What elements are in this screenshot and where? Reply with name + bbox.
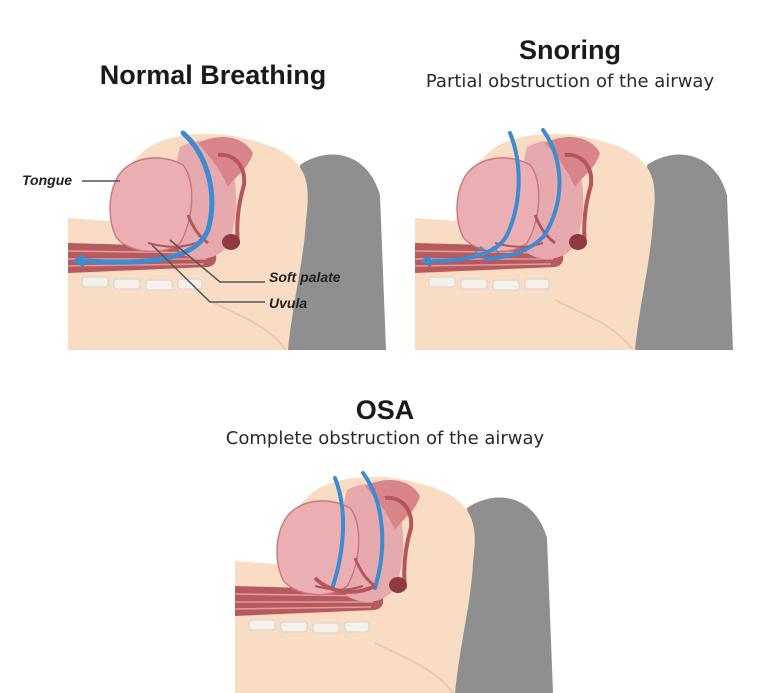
normal-airflow-arrow [83, 130, 215, 265]
snoring-title: Snoring [519, 35, 621, 65]
osa-airflow-arrow-2 [361, 471, 385, 590]
snoring-airflow-arrow-2 [483, 128, 562, 261]
osa-airflow-arrow-1 [331, 476, 346, 588]
normal-breathing-illustration [68, 130, 388, 350]
tongue-label: Tongue [22, 172, 73, 188]
osa-title: OSA [355, 395, 415, 425]
soft-palate-label: Soft palate [269, 269, 341, 285]
normal-arrowhead [72, 254, 84, 268]
osa-subtitle: Complete obstruction of the airway [225, 428, 545, 449]
snoring-illustration [415, 128, 735, 350]
normal-breathing-title: Normal Breathing [99, 60, 327, 90]
snoring-arrowhead [420, 255, 431, 267]
uvula-label: Uvula [269, 295, 308, 311]
snoring-subtitle: Partial obstruction of the airway [425, 71, 715, 92]
snoring-airflow-arrow-1 [431, 131, 521, 263]
osa-illustration [235, 471, 555, 693]
